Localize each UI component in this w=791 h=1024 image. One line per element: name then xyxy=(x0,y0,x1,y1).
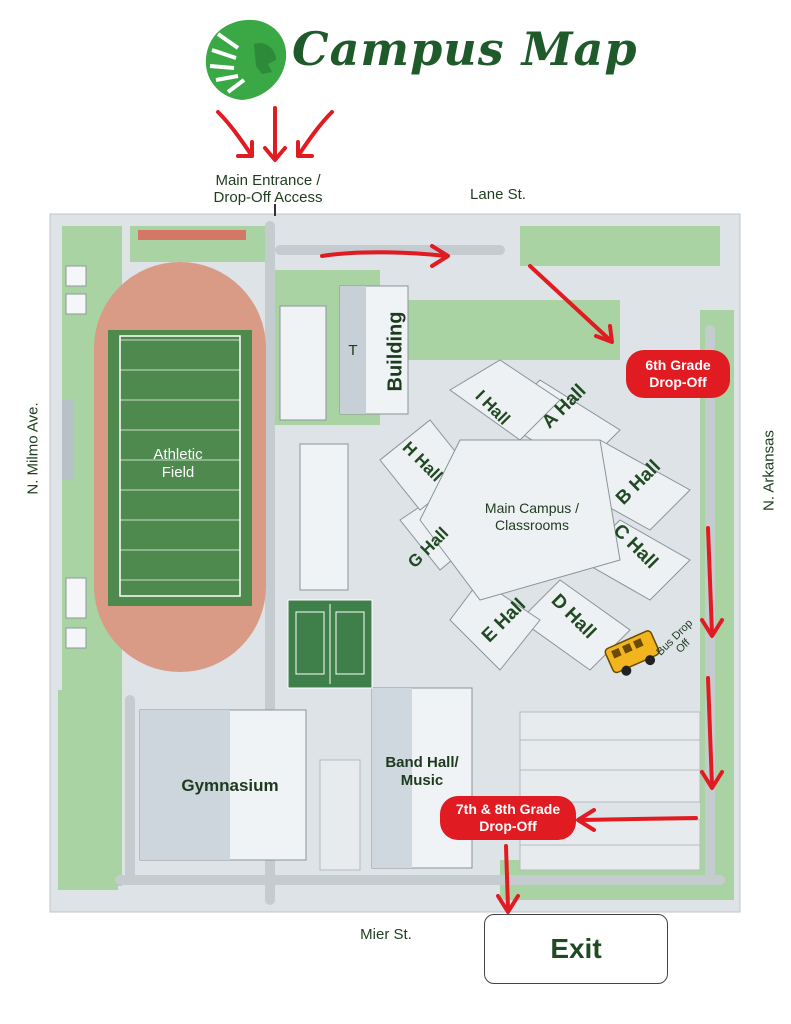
lion-head-logo xyxy=(205,19,287,101)
band-hall-label-1: Band Hall/ xyxy=(385,754,459,771)
track-inner xyxy=(108,330,252,606)
arkansas-label: N. Arkansas xyxy=(760,430,778,511)
band-hall-label-2: Music xyxy=(400,772,444,789)
route-arrow-diagonal xyxy=(528,264,612,342)
band-shade xyxy=(372,688,412,868)
seventh-eighth-dropoff-line1: 7th & 8th Grade xyxy=(455,801,561,817)
track-red-strip xyxy=(138,230,246,240)
grass-top-right xyxy=(520,226,720,266)
sixth-grade-dropoff-line2: Drop-Off xyxy=(649,374,707,390)
left-shed-4 xyxy=(65,627,87,649)
left-shed-1 xyxy=(65,265,87,287)
page-title: Campus Map xyxy=(292,22,638,76)
route-arrow-lane xyxy=(320,250,448,258)
left-shed-3 xyxy=(65,577,87,619)
building-label: Building xyxy=(384,311,407,392)
route-arrow-east-2 xyxy=(706,676,714,788)
athletic-field-label-1: Athletic xyxy=(153,446,203,463)
gym-shade xyxy=(140,710,230,860)
portable-building xyxy=(279,305,327,421)
route-arrow-east-1 xyxy=(706,526,714,636)
sixth-grade-dropoff-badge: 6th Grade Drop-Off xyxy=(626,350,730,398)
milmo-avenue-label: N. Milmo Ave. xyxy=(24,402,42,495)
t-building-shade xyxy=(340,286,366,414)
sixth-grade-dropoff-line1: 6th Grade xyxy=(645,357,711,373)
school-bus-icon xyxy=(604,630,660,676)
left-shed-2 xyxy=(65,293,87,315)
long-building xyxy=(299,443,349,591)
main-campus-building xyxy=(379,359,691,671)
route-arrow-south xyxy=(578,816,698,822)
main-entrance-label-1: Main Entrance / xyxy=(215,172,321,189)
parking-lot-east xyxy=(519,711,701,803)
route-arrow-exit xyxy=(504,844,510,910)
parking-lot-west xyxy=(319,759,361,871)
entrance-arrows xyxy=(216,106,334,162)
main-entrance-label-2: Drop-Off Access xyxy=(213,189,323,206)
seventh-eighth-dropoff-line2: Drop-Off xyxy=(479,818,537,834)
field-outline xyxy=(119,335,241,597)
grass-bottom xyxy=(58,690,118,890)
t-building-t-label: T xyxy=(348,342,358,359)
lane-street-label: Lane St. xyxy=(470,186,526,203)
seventh-eighth-dropoff-badge: 7th & 8th Grade Drop-Off xyxy=(440,796,576,840)
bleachers-left xyxy=(62,400,74,480)
gymnasium-label: Gymnasium xyxy=(181,776,279,795)
exit-box: Exit xyxy=(484,914,668,984)
athletic-field-label-2: Field xyxy=(161,464,195,481)
main-campus-label-2: Classrooms xyxy=(495,517,569,533)
exit-label: Exit xyxy=(550,933,602,964)
main-campus-label-1: Main Campus / xyxy=(484,500,580,516)
grass-center xyxy=(380,300,620,360)
mier-street-label: Mier St. xyxy=(360,926,412,943)
